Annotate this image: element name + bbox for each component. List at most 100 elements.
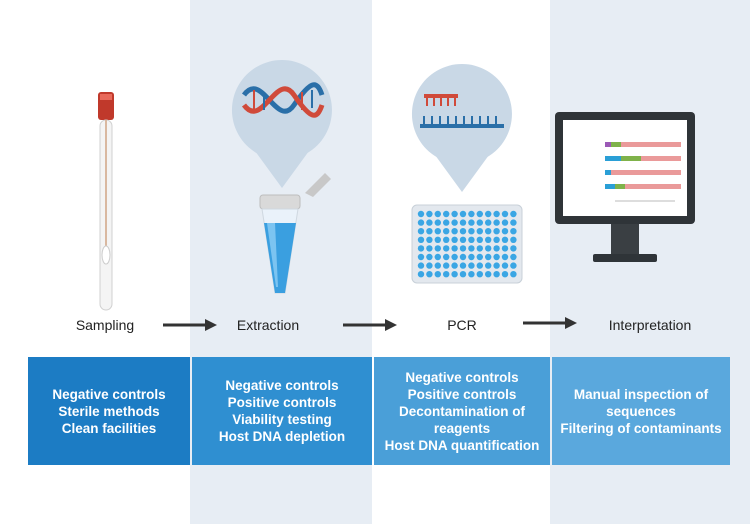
plate-well (476, 210, 483, 218)
plate-well (501, 262, 509, 269)
plate-well (443, 253, 450, 261)
plate-well (417, 236, 425, 243)
plate-well (434, 210, 441, 218)
interpretation-item: Filtering of contaminants (560, 420, 722, 436)
extraction-controls-box: Negative controls Positive controls Viab… (192, 357, 372, 465)
plate-well (468, 228, 475, 235)
plate-well (468, 253, 475, 261)
plate-well (426, 245, 433, 252)
plate-well (434, 219, 441, 226)
plate-well (434, 245, 441, 252)
plate-well (510, 219, 517, 226)
stage-label-interpretation: Interpretation (608, 317, 692, 333)
extraction-item: Negative controls (225, 378, 339, 393)
plate-well (459, 271, 467, 278)
plate-well (501, 245, 509, 252)
plate-well (485, 219, 492, 226)
plate-well (493, 253, 500, 261)
plate-well (493, 245, 500, 252)
plate-well (426, 253, 433, 261)
plate-well (510, 245, 517, 252)
plate-well (485, 236, 492, 243)
plate-well (426, 228, 433, 235)
monitor-icon (555, 112, 695, 262)
plate-well (468, 271, 475, 278)
plate-well (426, 271, 433, 278)
plate-well (476, 219, 483, 226)
sampling-controls-box: Negative controls Sterile methods Clean … (28, 357, 190, 465)
plate-well (417, 271, 425, 278)
pcr-item: reagents (433, 420, 491, 436)
plate-well (451, 253, 458, 261)
plate-well (417, 219, 425, 226)
plate-well (493, 210, 500, 218)
plate-well (476, 253, 483, 261)
plate-well (501, 210, 509, 218)
plate-well (417, 210, 425, 218)
plate-well (459, 228, 467, 235)
plate-well (485, 245, 492, 252)
plate-well (493, 228, 500, 235)
sampling-item: Clean facilities (61, 420, 157, 436)
plate-well (476, 228, 483, 235)
extraction-item: Viability testing (232, 412, 332, 427)
pcr-item: Positive controls (407, 386, 517, 402)
plate-well (443, 271, 450, 278)
stage-label-extraction: Extraction (236, 317, 300, 333)
plate-well (443, 210, 450, 218)
plate-well (468, 245, 475, 252)
plate-well (468, 262, 475, 269)
stage-label-sampling: Sampling (75, 317, 135, 333)
plate-well (451, 262, 458, 269)
plate-well (417, 253, 425, 261)
plate-well (434, 236, 441, 243)
plate-well (468, 236, 475, 243)
pcr-item: Negative controls (405, 369, 519, 385)
plate-well (459, 262, 467, 269)
interpretation-item: Manual inspection of (573, 386, 709, 402)
plate-well (451, 236, 458, 243)
swab-tube-icon (98, 92, 114, 311)
plate-well (459, 219, 467, 226)
plate-well (510, 262, 517, 269)
plate-well (485, 271, 492, 278)
plate-well (485, 253, 492, 261)
plate-well (434, 271, 441, 278)
plate-well (443, 219, 450, 226)
plate-well (468, 210, 475, 218)
plate-well (459, 236, 467, 243)
primer-bubble-icon (411, 64, 512, 192)
plate-well (451, 245, 458, 252)
plate-well (476, 245, 483, 252)
pcr-item: Host DNA quantification (384, 437, 540, 453)
arrow-right-icon (163, 319, 217, 331)
extraction-item: Positive controls (227, 395, 337, 410)
interpretation-item: sequences (606, 403, 676, 419)
plate-well (485, 262, 492, 269)
interpretation-controls-box: Manual inspection of sequences Filtering… (552, 357, 730, 465)
plate-well (451, 271, 458, 278)
plate-well (451, 219, 458, 226)
plate-well (476, 236, 483, 243)
arrow-right-icon (343, 319, 397, 331)
stage-label-pcr: PCR (447, 317, 477, 333)
plate-well (417, 245, 425, 252)
plate-well (476, 262, 483, 269)
plate-well (426, 262, 433, 269)
plate-well (501, 228, 509, 235)
plate-well (510, 210, 517, 218)
plate-well (451, 210, 458, 218)
plate-well (501, 271, 509, 278)
plate-well (443, 236, 450, 243)
plate-well (485, 210, 492, 218)
plate-well (476, 271, 483, 278)
plate-well (443, 228, 450, 235)
plate-well (451, 228, 458, 235)
plate-well (501, 219, 509, 226)
plate-well (434, 262, 441, 269)
extraction-item: Host DNA depletion (218, 429, 346, 444)
plate-well (510, 236, 517, 243)
plate-well (443, 245, 450, 252)
plate-well (459, 245, 467, 252)
sampling-item: Negative controls (52, 386, 166, 402)
